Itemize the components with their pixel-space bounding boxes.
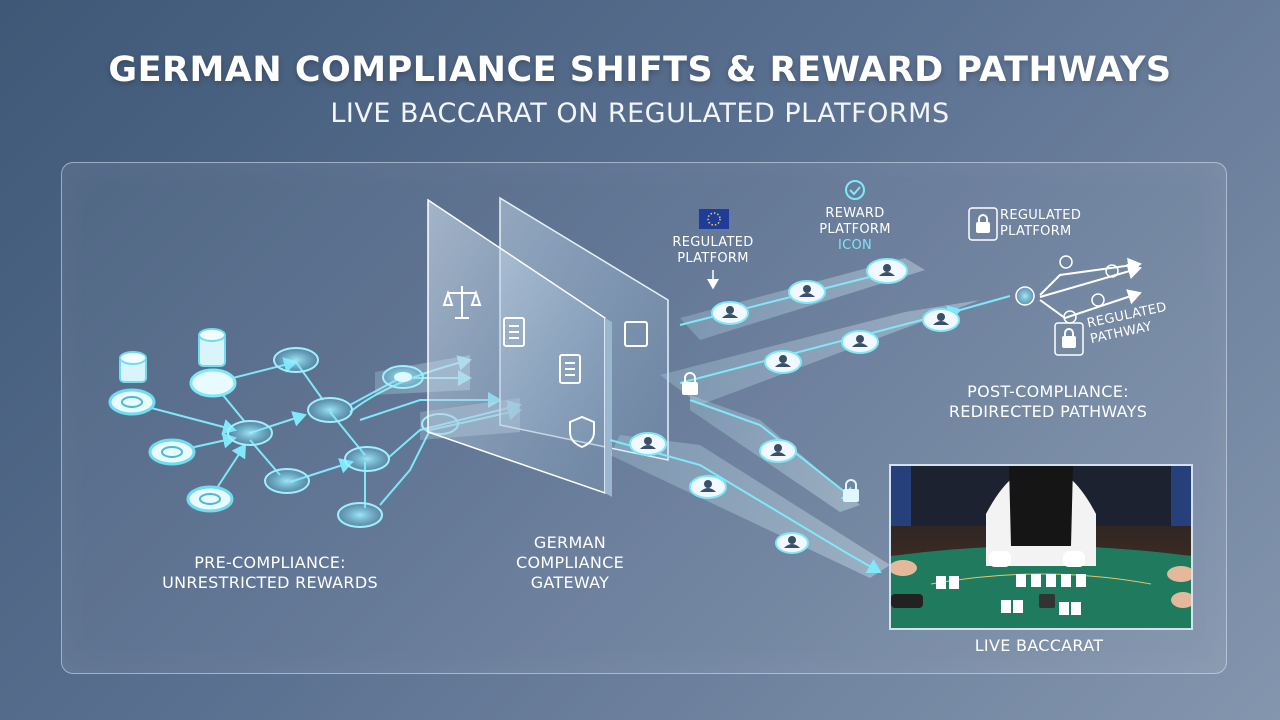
lock-icon <box>843 479 859 502</box>
user-icon <box>629 258 960 554</box>
live-baccarat-label: LIVE BACCARAT <box>974 636 1104 655</box>
gateway-line1: GERMAN <box>533 533 607 552</box>
network-node-core <box>394 372 412 382</box>
pre-compliance-label: PRE-COMPLIANCE: UNRESTRICTED REWARDS <box>135 553 405 593</box>
baccarat-table-illustration <box>891 466 1191 628</box>
reward-platform-line2: PLATFORM <box>819 222 891 237</box>
network-nodes <box>189 347 459 528</box>
casino-chip-icon <box>108 328 234 513</box>
document-icon <box>624 321 648 347</box>
gateway-label: GERMAN COMPLIANCE GATEWAY <box>490 533 650 593</box>
pre-compliance-line2: UNRESTRICTED REWARDS <box>162 573 378 592</box>
check-icon <box>845 180 865 200</box>
page-subtitle: LIVE BACCARAT ON REGULATED PLATFORMS <box>330 98 950 129</box>
pathway-branch-nodes <box>1015 255 1119 324</box>
regulated-platform-eu-line2: PLATFORM <box>677 251 749 266</box>
network-node <box>337 502 383 528</box>
regulated-platform-eu-label: REGULATED PLATFORM <box>650 235 776 267</box>
document-icon <box>503 317 525 347</box>
lock-icon <box>682 372 698 395</box>
lock-icon <box>1054 322 1084 356</box>
gateway-line2: COMPLIANCE <box>515 553 625 572</box>
pre-compliance-line1: PRE-COMPLIANCE: <box>194 553 346 572</box>
regulated-platform-lock-label: REGULATED PLATFORM <box>1000 208 1100 240</box>
network-node <box>307 397 353 423</box>
live-baccarat-image <box>889 464 1193 630</box>
eu-flag-icon <box>699 209 729 229</box>
scales-icon <box>442 286 482 319</box>
post-compliance-label: POST-COMPLIANCE: REDIRECTED PATHWAYS <box>930 382 1166 422</box>
reward-platform-line1: REWARD <box>825 206 885 221</box>
lock-icon <box>968 207 998 241</box>
network-node-active <box>189 368 237 398</box>
network-node <box>264 468 310 494</box>
network-node <box>227 420 273 446</box>
post-compliance-line1: POST-COMPLIANCE: <box>967 382 1129 401</box>
reward-platform-label: REWARD PLATFORM ICON <box>800 206 910 254</box>
regulated-platform-lock-line1: REGULATED <box>1000 208 1082 223</box>
regulated-platform-eu-line1: REGULATED <box>672 235 754 250</box>
regulated-platform-lock-line2: PLATFORM <box>1000 224 1072 239</box>
page-title: GERMAN COMPLIANCE SHIFTS & REWARD PATHWA… <box>108 50 1172 90</box>
network-node <box>344 446 390 472</box>
gateway-line3: GATEWAY <box>530 573 610 592</box>
shield-icon <box>569 415 595 449</box>
document-icon <box>559 354 581 384</box>
reward-platform-line3: ICON <box>837 238 873 253</box>
network-node <box>273 347 319 373</box>
post-compliance-line2: REDIRECTED PATHWAYS <box>948 402 1148 421</box>
